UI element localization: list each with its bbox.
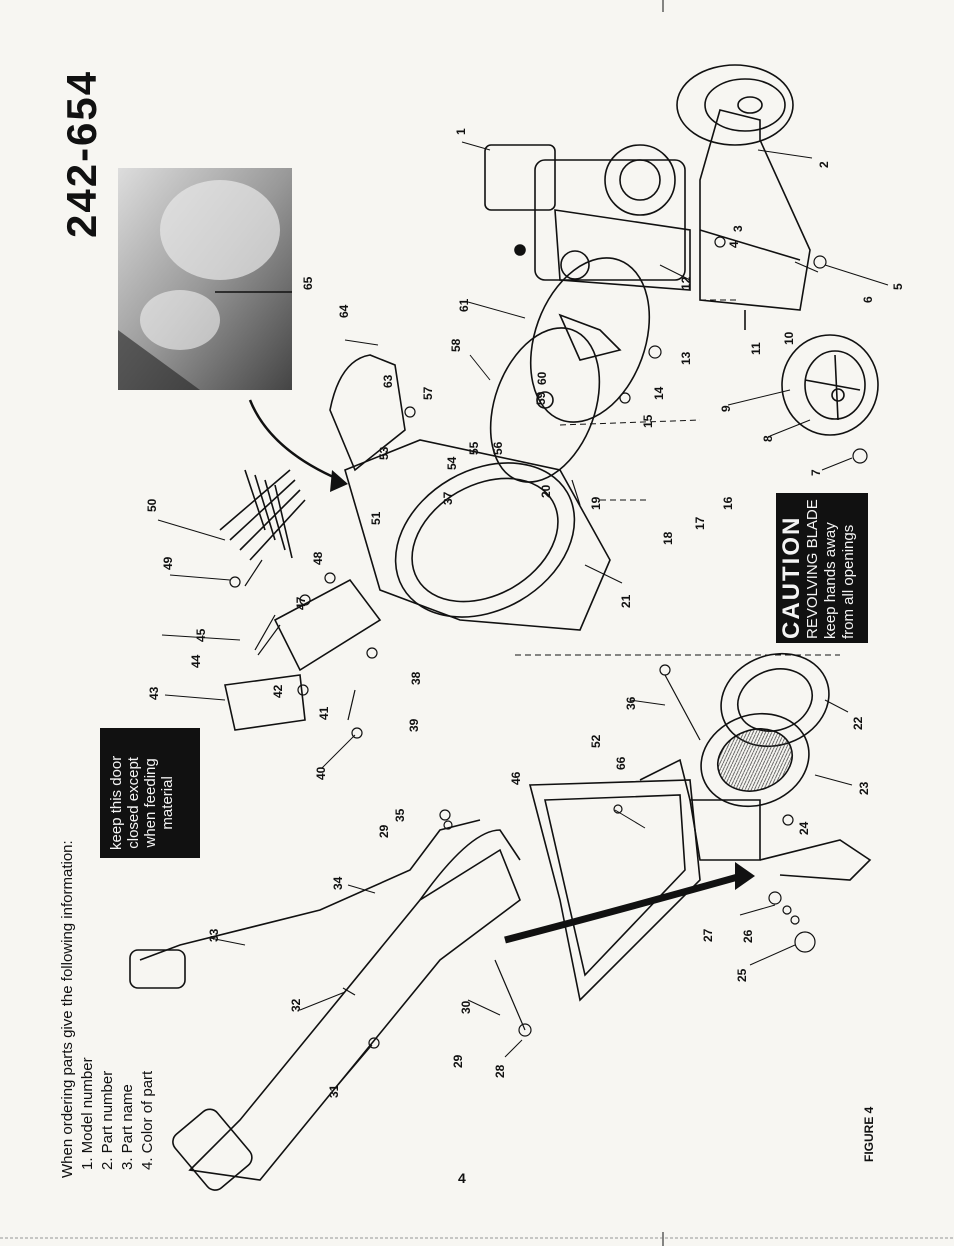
callout: 49: [161, 556, 175, 570]
callout: 6: [861, 296, 875, 303]
callout: 20: [539, 484, 553, 498]
callout: 21: [619, 594, 633, 608]
callout: 63: [381, 374, 395, 388]
callout: 29: [377, 824, 391, 838]
hopper: [528, 758, 701, 1002]
arrow-head: [330, 470, 348, 492]
callout: 57: [421, 386, 435, 400]
chipper-housing: [344, 439, 611, 631]
callout: 33: [207, 928, 221, 942]
callout: 5: [891, 283, 905, 290]
callout: 64: [337, 304, 351, 318]
caution-notice: CAUTION REVOLVING BLADE keep hands away …: [776, 493, 868, 643]
callout: 66: [614, 756, 628, 770]
callout: 52: [589, 734, 603, 748]
callout: 37: [441, 491, 455, 505]
part-callouts: 1 2 3 4 5 6 7 8 9 10 11 12 13 14 15 16 1…: [145, 128, 905, 1098]
callout: 17: [693, 516, 707, 530]
callout: 28: [493, 1064, 507, 1078]
arrow-65-to-51: [248, 399, 341, 482]
callout: 11: [749, 342, 763, 355]
callout: 19: [589, 496, 603, 510]
callout: 8: [761, 435, 775, 442]
callout: 59: [534, 391, 548, 405]
leader-lines: [157, 141, 889, 1086]
callout: 26: [741, 929, 755, 943]
callout: 44: [189, 654, 203, 668]
callout: 1: [454, 128, 468, 135]
arrow-head: [735, 862, 755, 890]
callout: 60: [535, 371, 549, 385]
callout: 34: [331, 876, 345, 890]
page-number: 4: [458, 1170, 466, 1186]
callout: 40: [314, 766, 328, 780]
callout: 12: [679, 276, 693, 290]
callout: 47: [294, 596, 308, 610]
deflector: [329, 354, 406, 472]
callout: 53: [377, 446, 391, 460]
wheel-frame: [699, 109, 811, 330]
callout: 15: [641, 414, 655, 428]
wheel-top: [676, 64, 794, 146]
callout: 18: [661, 531, 675, 545]
chute-frame: [689, 652, 872, 881]
callout: 55: [467, 441, 481, 455]
callout: 61: [457, 298, 471, 312]
callout: 42: [271, 684, 285, 698]
engine: [484, 144, 691, 291]
callout: 14: [652, 386, 666, 400]
callout: 65: [301, 276, 315, 290]
callout: 39: [407, 718, 421, 732]
callout: 38: [409, 671, 423, 685]
callout: 45: [194, 628, 208, 642]
callout: 41: [317, 706, 331, 720]
door-notice: keep this door closed except when feedin…: [100, 728, 200, 858]
callout: 2: [817, 161, 831, 168]
callout: 22: [851, 716, 865, 730]
disc-plate: [529, 257, 651, 423]
callout: 58: [449, 338, 463, 352]
fasteners: [229, 236, 868, 1049]
arrow-hopper-to-frame: [504, 871, 746, 944]
callout: 24: [797, 821, 811, 835]
callout: 48: [311, 551, 325, 565]
callout: 35: [393, 808, 407, 822]
callout: 36: [624, 696, 638, 710]
callout: 23: [857, 781, 871, 795]
callout: 56: [491, 441, 505, 455]
callout: 10: [782, 331, 796, 345]
callout: 32: [289, 998, 303, 1012]
photo-inset: [118, 168, 292, 390]
chute-hood: [224, 578, 382, 731]
impeller-disc: [489, 327, 601, 483]
callout: 29: [451, 1054, 465, 1068]
callout: 51: [369, 511, 383, 525]
callout: 46: [509, 771, 523, 785]
callout: 4: [727, 241, 741, 248]
blades: [219, 469, 306, 561]
callout: 27: [701, 928, 715, 942]
callout: 13: [679, 351, 693, 365]
callout: 43: [147, 686, 161, 700]
callout: 7: [809, 469, 823, 476]
callout: 31: [327, 1084, 341, 1098]
callout: 54: [445, 456, 459, 470]
callout: 9: [719, 405, 733, 412]
wheel-bottom: [781, 334, 879, 436]
assembly-lines: [515, 299, 840, 656]
callout: 3: [731, 225, 745, 232]
callout: 25: [735, 968, 749, 982]
callout: 50: [145, 498, 159, 512]
callout: 30: [459, 1000, 473, 1014]
callout: 16: [721, 496, 735, 510]
